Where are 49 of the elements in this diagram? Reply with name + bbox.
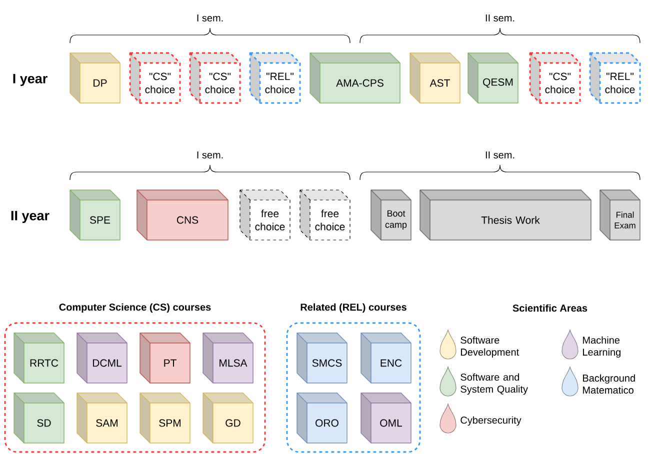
node-label: "CS" choice (545, 72, 575, 94)
course-cube: "CS" choice (129, 52, 181, 104)
course-cube: DCML (76, 332, 128, 384)
course-cube: Thesis Work (420, 190, 592, 240)
year-label: II year (11, 210, 50, 224)
course-cube: RRTC (14, 332, 64, 384)
course-cube: SD (14, 392, 64, 444)
semester-label: I sem. (197, 152, 223, 158)
course-cube: SPE (70, 190, 120, 240)
year-label: I year (13, 74, 48, 86)
node-label: free choice (315, 210, 345, 230)
course-cube: ENC (360, 332, 412, 384)
course-cube: QESM (468, 52, 518, 104)
course-cube: AMA-CPS (310, 52, 400, 104)
legend-label: Cybersecurity (460, 416, 522, 426)
semester-label: II sem. (486, 152, 514, 158)
course-cube: Final Exam (600, 190, 640, 240)
node-label: "CS" choice (145, 72, 175, 94)
course-cube: "CS" choice (529, 52, 581, 104)
semester-label: II sem. (486, 14, 514, 22)
node-label: "CS" choice (205, 72, 235, 94)
course-cube: CNS (136, 190, 228, 240)
course-cube: ORO (296, 392, 348, 444)
course-cube: SAM (76, 392, 128, 444)
legend-label: Software and System Quality (460, 373, 528, 395)
course-cube: AST (410, 52, 460, 104)
course-cube: DP (70, 52, 120, 104)
course-cube: PT (140, 332, 190, 384)
course-cube: "REL" choice (589, 52, 641, 104)
node-label: Related (REL) courses (300, 303, 406, 313)
semester-label: I sem. (197, 14, 223, 22)
node-label: "REL" choice (265, 72, 295, 94)
legend-title: Scientific Areas (512, 304, 588, 312)
course-cube: OML (360, 392, 412, 444)
legend-label: Machine Learning (583, 336, 620, 358)
course-cube: SPM (140, 392, 190, 444)
course-cube: SMCS (296, 332, 348, 384)
legend-label: Background Matematico (583, 374, 635, 394)
course-cube: GD (202, 392, 254, 444)
course-cube: MLSA (202, 332, 254, 384)
course-cube: free choice (300, 190, 350, 240)
node-label: Computer Science (CS) courses (59, 303, 211, 313)
node-label: free choice (255, 210, 285, 230)
course-cube: free choice (240, 190, 290, 240)
node-label: "REL" choice (605, 72, 635, 94)
course-cube: Boot camp (370, 190, 412, 240)
course-cube: "REL" choice (249, 52, 301, 104)
course-cube: "CS" choice (189, 52, 241, 104)
legend-label: Software Development (460, 336, 520, 358)
